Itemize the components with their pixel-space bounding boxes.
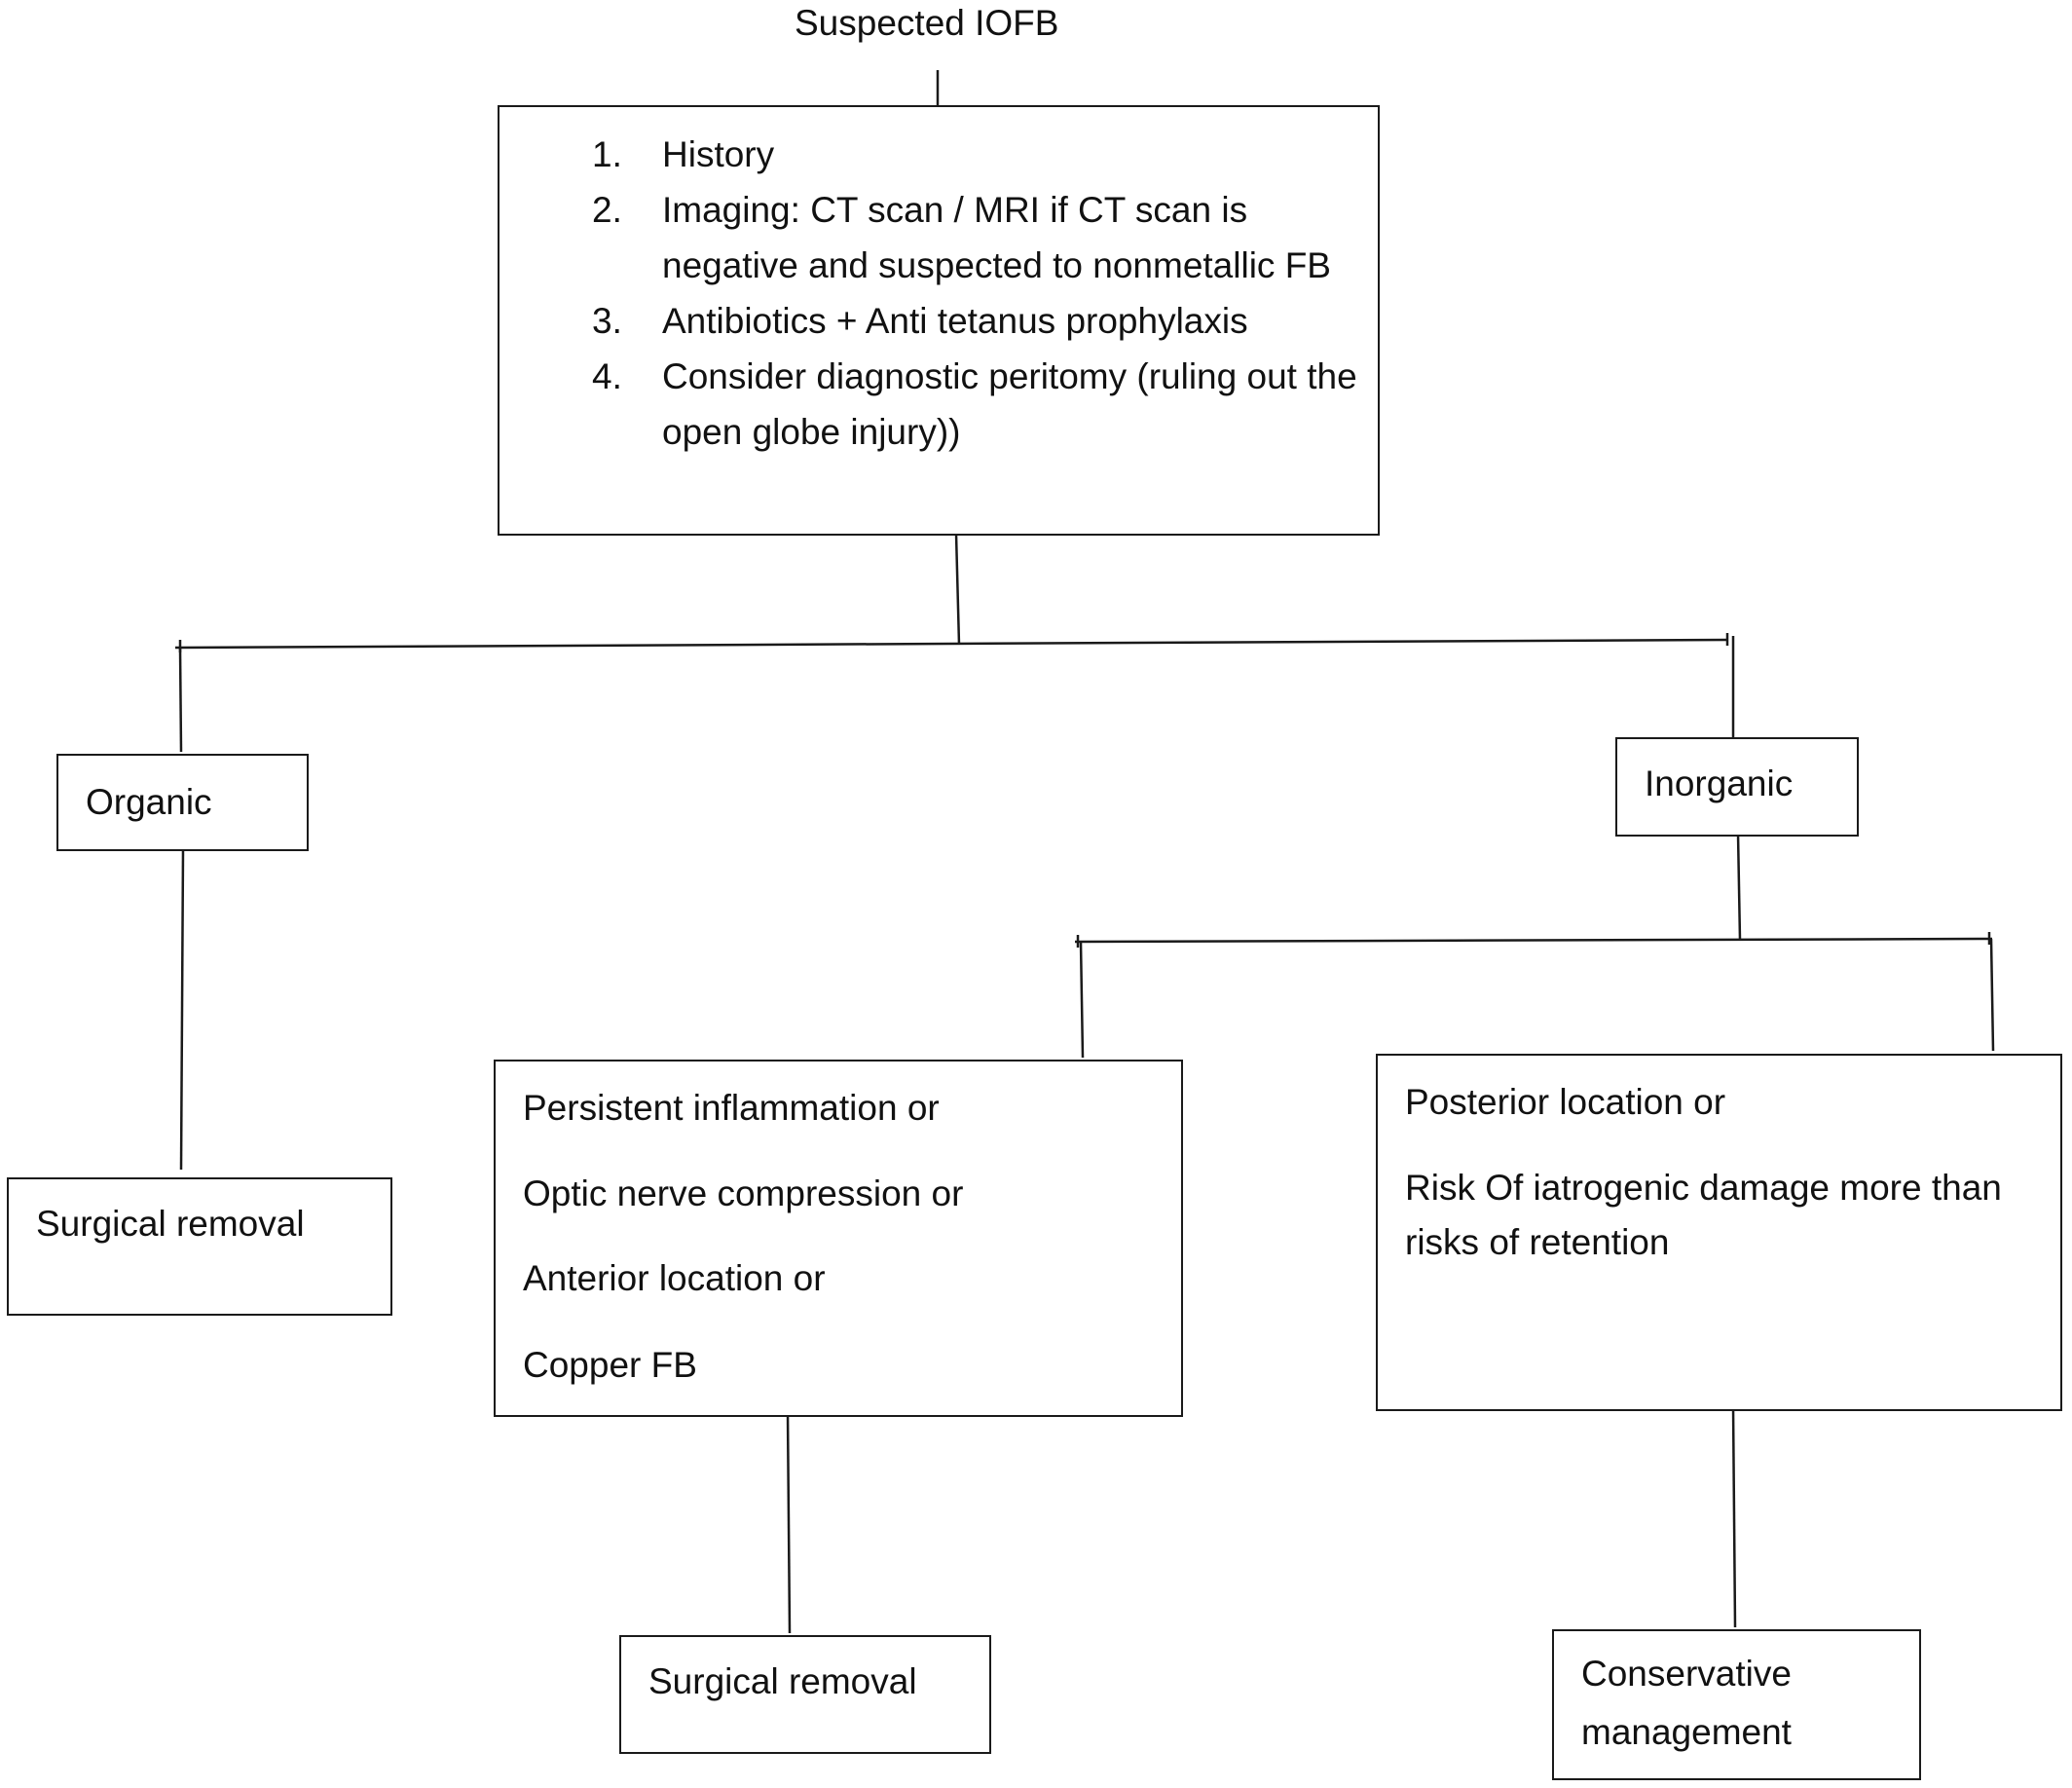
connector-to-left-conditions (1079, 941, 1085, 1059)
condition-item: Persistent inflammation or (523, 1088, 940, 1128)
condition-item: Copper FB (523, 1345, 697, 1385)
connector-inorganic-branch (1074, 937, 1993, 944)
inorganic-box: Inorganic (1615, 737, 1859, 837)
connector-branch-horizontal (174, 638, 1728, 650)
connector-to-right-conditions (1989, 938, 1995, 1052)
connector-to-organic (178, 647, 183, 753)
organic-box: Organic (56, 754, 309, 851)
step-item: 3. Antibiotics + Anti tetanus prophylaxi… (592, 293, 1378, 349)
inorganic-label: Inorganic (1645, 764, 1794, 803)
step-number: 4. (592, 356, 622, 396)
step-number: 2. (592, 190, 622, 230)
connector-organic-to-surgical (179, 848, 185, 1171)
conservative-management-label: Conservative management (1581, 1654, 1792, 1752)
connector-left-conditions-to-surgical (786, 1411, 792, 1634)
organic-outcome-label: Surgical removal (36, 1204, 305, 1244)
connector-steps-down (954, 533, 961, 646)
diagram-title: Suspected IOFB (795, 3, 1059, 43)
condition-item: Posterior location or (1405, 1082, 1726, 1122)
conservative-conditions-box: Posterior location or Risk Of iatrogenic… (1376, 1054, 2062, 1411)
condition-item: Optic nerve compression or (523, 1173, 964, 1213)
organic-outcome-box: Surgical removal (7, 1177, 392, 1316)
connector-right-conditions-to-conservative (1731, 1405, 1737, 1628)
step-text: Imaging: CT scan / MRI if CT scan is neg… (662, 190, 1331, 285)
connector-inorganic-down (1736, 833, 1742, 941)
initial-steps-box: 1. History 2. Imaging: CT scan / MRI if … (498, 105, 1380, 536)
surgical-removal-label: Surgical removal (648, 1661, 917, 1701)
step-number: 1. (592, 134, 622, 174)
step-item: 2. Imaging: CT scan / MRI if CT scan is … (592, 182, 1378, 293)
step-text: History (662, 134, 775, 174)
condition-item: Risk Of iatrogenic damage more than risk… (1405, 1168, 2002, 1262)
step-item: 4. Consider diagnostic peritomy (ruling … (592, 349, 1378, 460)
surgical-removal-box: Surgical removal (619, 1635, 991, 1754)
steps-list: 1. History 2. Imaging: CT scan / MRI if … (592, 127, 1378, 460)
step-text: Consider diagnostic peritomy (ruling out… (662, 356, 1357, 452)
organic-label: Organic (86, 782, 212, 822)
step-number: 3. (592, 301, 622, 341)
condition-item: Anterior location or (523, 1258, 826, 1298)
step-item: 1. History (592, 127, 1378, 182)
step-text: Antibiotics + Anti tetanus prophylaxis (662, 301, 1248, 341)
conservative-management-box: Conservative management (1552, 1629, 1921, 1780)
surgical-conditions-box: Persistent inflammation or Optic nerve c… (494, 1060, 1183, 1417)
